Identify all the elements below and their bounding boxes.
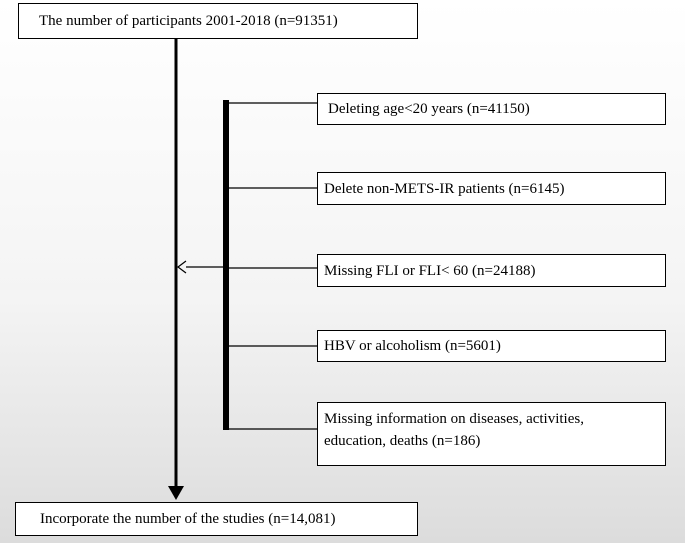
exclusion-box-text: Deleting age<20 years (n=41150) [328,101,530,117]
exclusion-box-text: HBV or alcoholism (n=5601) [324,338,501,354]
exclusion-box-age: Deleting age<20 years (n=41150) [317,93,666,125]
exclusion-box-non-mets-ir: Delete non-METS-IR patients (n=6145) [317,172,666,205]
exclusion-box-text: Missing FLI or FLI< 60 (n=24188) [324,263,536,279]
exclusion-box-fli: Missing FLI or FLI< 60 (n=24188) [317,254,666,287]
exclusion-arrowhead [177,260,187,274]
final-cohort-box: Incorporate the number of the studies (n… [15,502,418,536]
exclusion-box-text-line-1: Missing information on diseases, activit… [324,411,584,427]
main-flow-arrowhead [168,486,184,500]
exclusion-box-missing-information: Missing information on diseases, activit… [317,402,666,466]
exclusion-box-text: Delete non-METS-IR patients (n=6145) [324,181,565,197]
exclusion-box-hbv-alcoholism: HBV or alcoholism (n=5601) [317,330,666,362]
start-box-text: The number of participants 2001-2018 (n=… [39,13,338,29]
start-box: The number of participants 2001-2018 (n=… [18,3,418,39]
exclusion-box-text-line-2: education, deaths (n=186) [324,433,481,449]
final-cohort-box-text: Incorporate the number of the studies (n… [40,511,336,527]
